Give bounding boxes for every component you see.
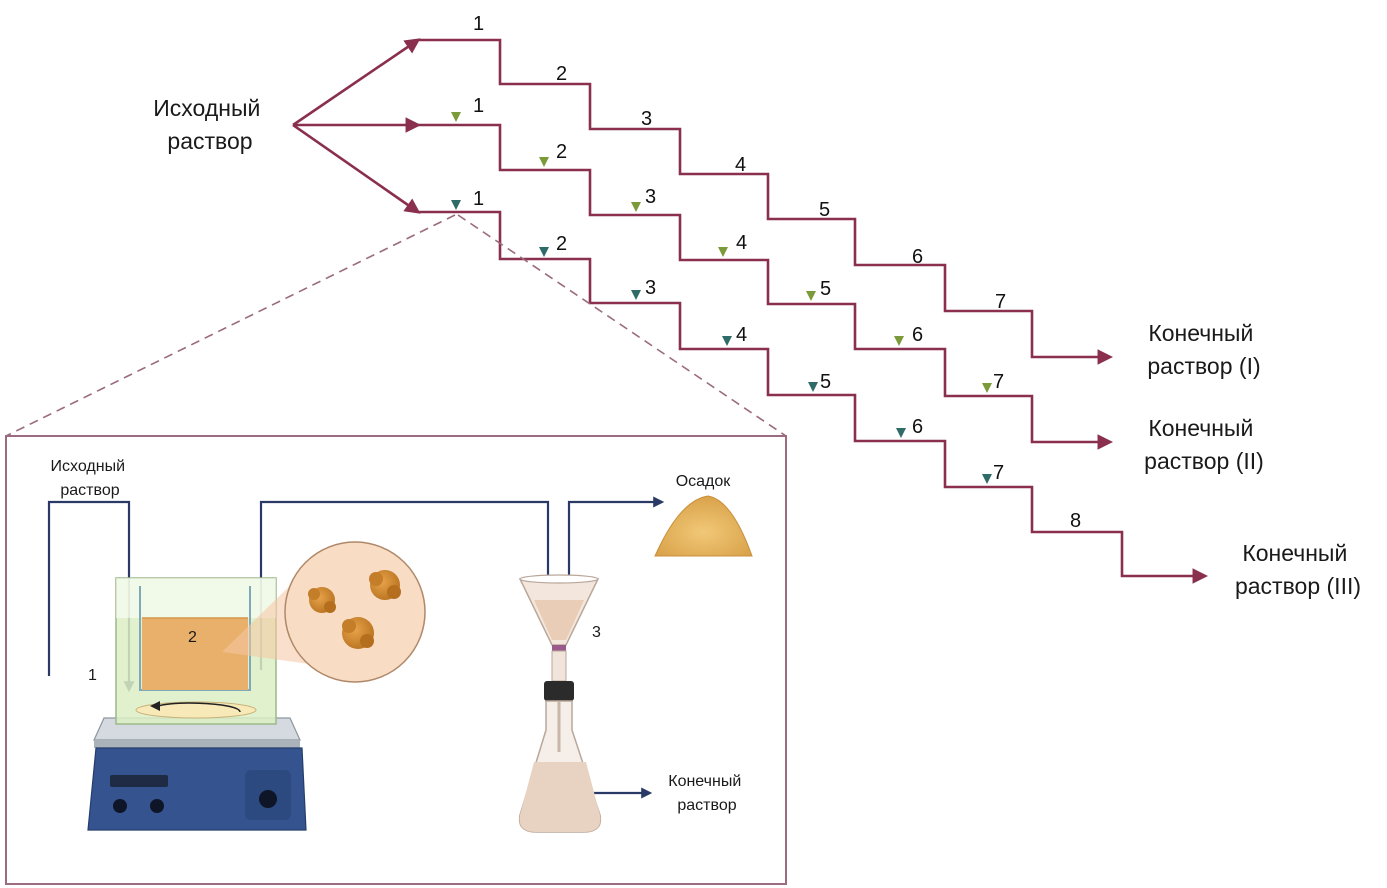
step-number: 4 xyxy=(736,232,747,254)
feed-arrow-row3 xyxy=(292,123,421,214)
step-number: 6 xyxy=(912,416,923,438)
knob-icon xyxy=(113,799,127,813)
step-number: 7 xyxy=(993,462,1004,484)
step-numbers-row1: 1 2 3 4 5 6 7 xyxy=(473,13,1006,313)
source-label: Исходный раствор xyxy=(153,95,266,154)
step-number: 7 xyxy=(995,291,1006,313)
final-solution-1: Конечный раствор (I) xyxy=(1147,320,1260,379)
step-number: 2 xyxy=(556,233,567,255)
step-number: 3 xyxy=(645,186,656,208)
drop-arrows-teal xyxy=(451,131,992,484)
step-number: 2 xyxy=(556,63,567,85)
step-number: 4 xyxy=(736,324,747,346)
inset-label-3: 3 xyxy=(592,624,601,641)
precipitate-label: Осадок xyxy=(676,473,732,490)
step-numbers-row3: 1 2 3 4 5 6 7 8 xyxy=(473,188,1081,532)
step-number: 5 xyxy=(820,371,831,393)
particle-icon xyxy=(308,570,401,649)
step-number: 1 xyxy=(473,95,484,117)
step-number: 3 xyxy=(641,108,652,130)
final-solution-2: Конечный раствор (II) xyxy=(1144,415,1264,474)
vacuum-flask xyxy=(518,681,602,833)
step-number: 2 xyxy=(556,141,567,163)
inset-label-2: 2 xyxy=(188,629,197,646)
zoom-line-right xyxy=(457,214,787,437)
zoom-line-left xyxy=(5,214,456,437)
stair-row2 xyxy=(418,123,1114,450)
knob-icon xyxy=(150,799,164,813)
reaction-beaker xyxy=(139,586,251,691)
step-number: 7 xyxy=(993,371,1004,393)
feed-arrow-row1 xyxy=(292,38,421,127)
inset-final-label: Конечный раствор xyxy=(668,773,745,814)
precipitate-pile-icon xyxy=(654,495,753,557)
step-number: 5 xyxy=(820,278,831,300)
step-number: 6 xyxy=(912,324,923,346)
stair-row3 xyxy=(418,210,1209,584)
step-number: 5 xyxy=(819,199,830,221)
step-number: 1 xyxy=(473,188,484,210)
step-number: 4 xyxy=(735,154,746,176)
final-solution-3: Конечный раствор (III) xyxy=(1235,540,1361,599)
magnified-particles xyxy=(284,541,426,683)
inset-label-1: 1 xyxy=(88,667,97,684)
drop-arrows-green xyxy=(451,44,992,393)
inset-source-label: Исходный раствор xyxy=(51,458,130,499)
filter-funnel xyxy=(518,574,600,682)
step-number: 3 xyxy=(645,277,656,299)
knob-icon xyxy=(259,790,277,808)
hotplate-stirrer xyxy=(87,717,307,831)
stair-row1 xyxy=(418,38,1114,365)
step-number: 8 xyxy=(1070,510,1081,532)
step-number: 6 xyxy=(912,246,923,268)
inset-precipitate-pipe xyxy=(567,496,665,610)
step-number: 1 xyxy=(473,13,484,35)
step-numbers-row2: 1 2 3 4 5 6 7 xyxy=(473,95,1004,393)
